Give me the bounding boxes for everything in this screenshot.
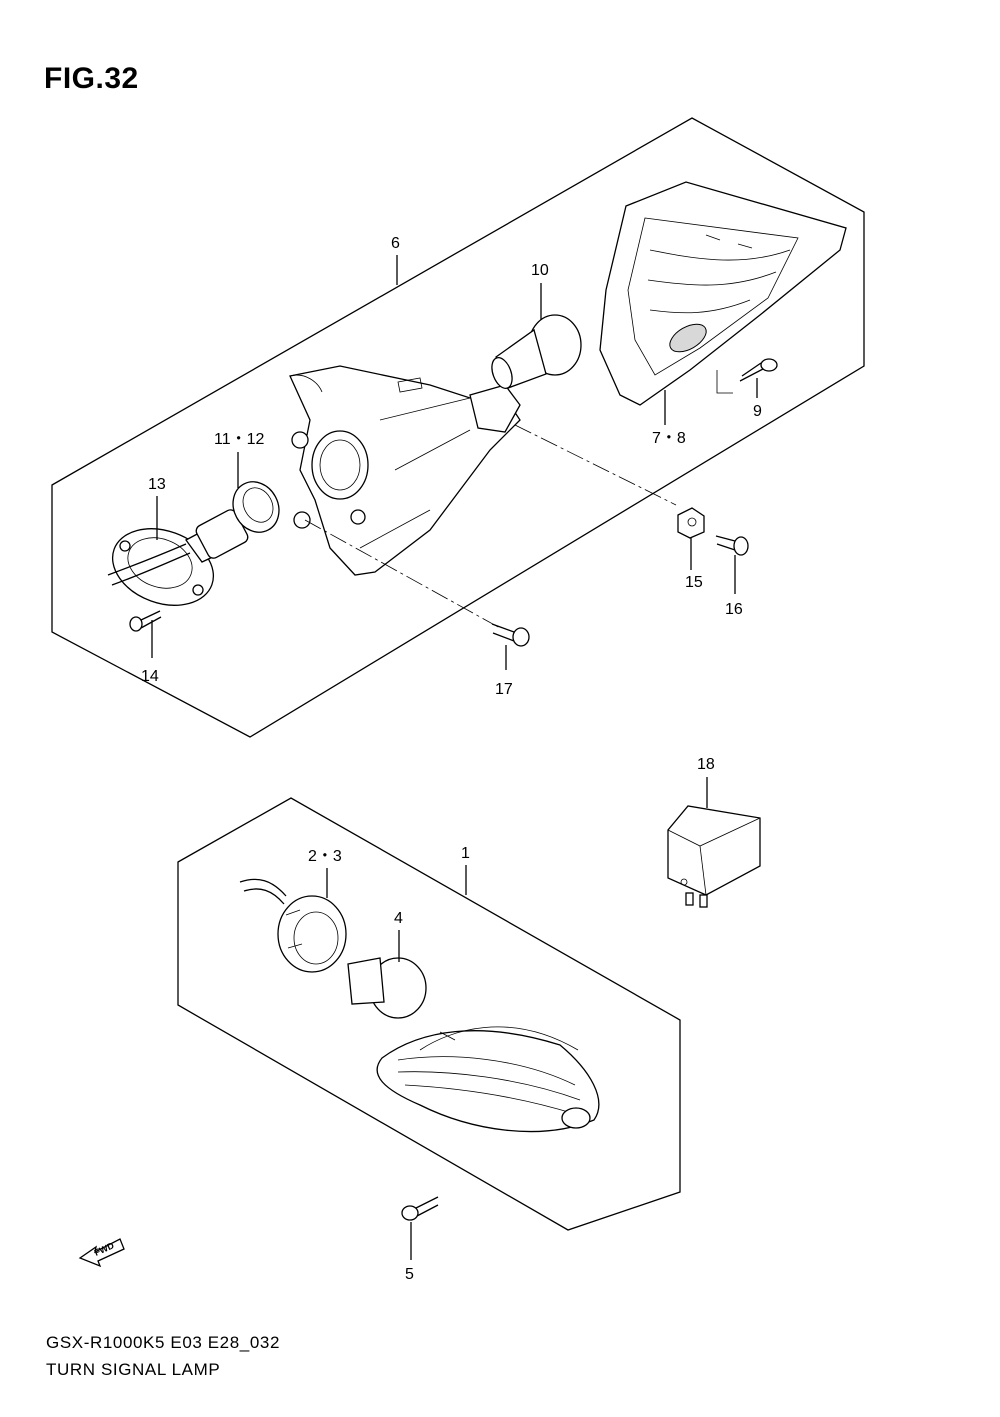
- callout-7-8: 7・8: [652, 430, 686, 447]
- callout-5: 5: [405, 1266, 414, 1283]
- gasket-part-13: [107, 528, 215, 606]
- screw-part-9: [739, 358, 778, 382]
- callout-11-12: 11・12: [214, 431, 265, 448]
- callout-18: 18: [697, 756, 715, 773]
- front-lens-part-1: [376, 1026, 600, 1133]
- bulb-socket-part-11-12: [185, 481, 280, 563]
- screw-part-17: [491, 623, 530, 647]
- bulb-part-4: [347, 957, 427, 1019]
- callout-14: 14: [141, 668, 159, 685]
- screw-part-5: [401, 1196, 439, 1221]
- callout-1: 1: [461, 845, 470, 862]
- front-assembly-boundary: [177, 797, 681, 1231]
- socket-part-2-3: [239, 878, 347, 973]
- clip-part-15: [677, 507, 705, 539]
- figure-title: FIG.32: [44, 62, 139, 95]
- forward-direction-arrow: FWD: [78, 1238, 125, 1268]
- callout-16: 16: [725, 601, 743, 618]
- rear-assembly-boundary: [51, 117, 865, 738]
- callout-15: 15: [685, 574, 703, 591]
- leader-lines: [151, 255, 758, 1260]
- callout-13: 13: [148, 476, 166, 493]
- relay-part-18: [667, 805, 761, 908]
- screw-part-16: [715, 535, 749, 556]
- bulb-part-10: [491, 314, 582, 389]
- section-name: TURN SIGNAL LAMP: [46, 1360, 221, 1379]
- callout-2-3: 2・3: [308, 848, 342, 865]
- callout-9: 9: [753, 403, 762, 420]
- callout-17: 17: [495, 681, 513, 698]
- callout-4: 4: [394, 910, 403, 927]
- model-code: GSX-R1000K5 E03 E28_032: [46, 1333, 281, 1352]
- lens-part-7-8: [599, 181, 847, 406]
- lamp-housing-part-6: [289, 365, 521, 576]
- screw-part-14: [129, 610, 162, 632]
- callout-6: 6: [391, 235, 400, 252]
- callout-10: 10: [531, 262, 549, 279]
